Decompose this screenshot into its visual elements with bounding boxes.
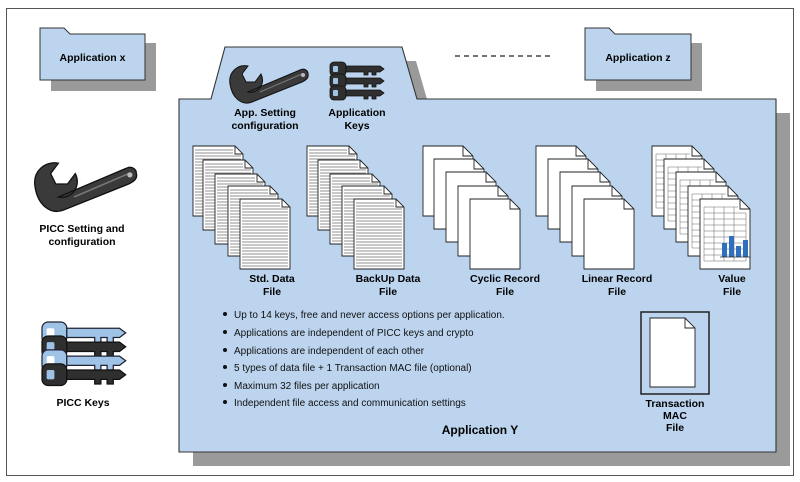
bullet-text: Applications are independent of PICC key… [234, 328, 474, 339]
cyclic-record-file-label: Cyclic Record File [455, 273, 555, 299]
app-setting-label-line2: configuration [231, 120, 299, 132]
std-data-label-line1: Std. Data [249, 273, 295, 285]
bullet-text: Applications are independent of each oth… [234, 346, 425, 357]
backup-data-file-label: BackUp Data File [343, 273, 433, 299]
application-y-label: Application Y [441, 423, 519, 437]
mac-file-label-line2: MAC [663, 410, 687, 422]
value-file-label-line1: Value [718, 273, 746, 285]
bullet-item: Applications are independent of each oth… [223, 346, 424, 357]
application-z-folder [584, 27, 702, 91]
mac-file-label-line1: Transaction [645, 398, 705, 410]
application-x-folder [39, 27, 156, 91]
bullet-item: 5 types of data file + 1 Transaction MAC… [223, 363, 472, 374]
backup-data-label-line2: File [378, 286, 398, 298]
cyclic-record-label-line1: Cyclic Record [469, 273, 541, 285]
application-keys-label-line1: Application [328, 107, 386, 119]
app-setting-label: App. Setting configuration [222, 107, 308, 133]
application-keys-label-line2: Keys [344, 120, 370, 132]
linear-record-file-label: Linear Record File [567, 273, 667, 299]
bullet-item: Maximum 32 files per application [223, 381, 380, 392]
picc-keys-label: PICC Keys [56, 397, 110, 409]
picc-setting-label-line1: PICC Setting and [39, 223, 125, 235]
linear-record-label-line1: Linear Record [581, 273, 653, 285]
chart-icon [720, 236, 750, 258]
transaction-mac-file-label: Transaction MAC File [632, 398, 718, 434]
bullet-text: Maximum 32 files per application [234, 381, 380, 392]
application-keys-icon [329, 61, 385, 101]
linear-record-label-line2: File [607, 286, 627, 298]
app-setting-label-line1: App. Setting [234, 107, 296, 119]
backup-data-label-line1: BackUp Data [355, 273, 421, 285]
application-keys-label: Application Keys [318, 107, 396, 133]
bullet-item: Up to 14 keys, free and never access opt… [223, 310, 505, 321]
picc-keys-icon [41, 321, 127, 387]
bullet-text: Up to 14 keys, free and never access opt… [234, 310, 505, 321]
value-file-label-line2: File [722, 286, 742, 298]
picc-setting-label: PICC Setting and configuration [22, 223, 142, 249]
bullet-text: Independent file access and communicatio… [234, 398, 466, 409]
bullet-item: Independent file access and communicatio… [223, 398, 466, 409]
application-x-label: Application x [59, 52, 126, 64]
transaction-mac-file-icon [640, 311, 710, 395]
mac-file-label-line3: File [665, 422, 685, 434]
std-data-label-line2: File [262, 286, 282, 298]
bullet-item: Applications are independent of PICC key… [223, 328, 474, 339]
picc-setting-label-line2: configuration [48, 236, 116, 248]
picc-setting-wrench-icon [33, 162, 138, 213]
std-data-file-label: Std. Data File [232, 273, 312, 299]
cyclic-record-label-line2: File [495, 286, 515, 298]
value-file-label: Value File [700, 273, 764, 299]
application-z-label: Application z [605, 52, 671, 64]
bullet-text: 5 types of data file + 1 Transaction MAC… [234, 363, 472, 374]
